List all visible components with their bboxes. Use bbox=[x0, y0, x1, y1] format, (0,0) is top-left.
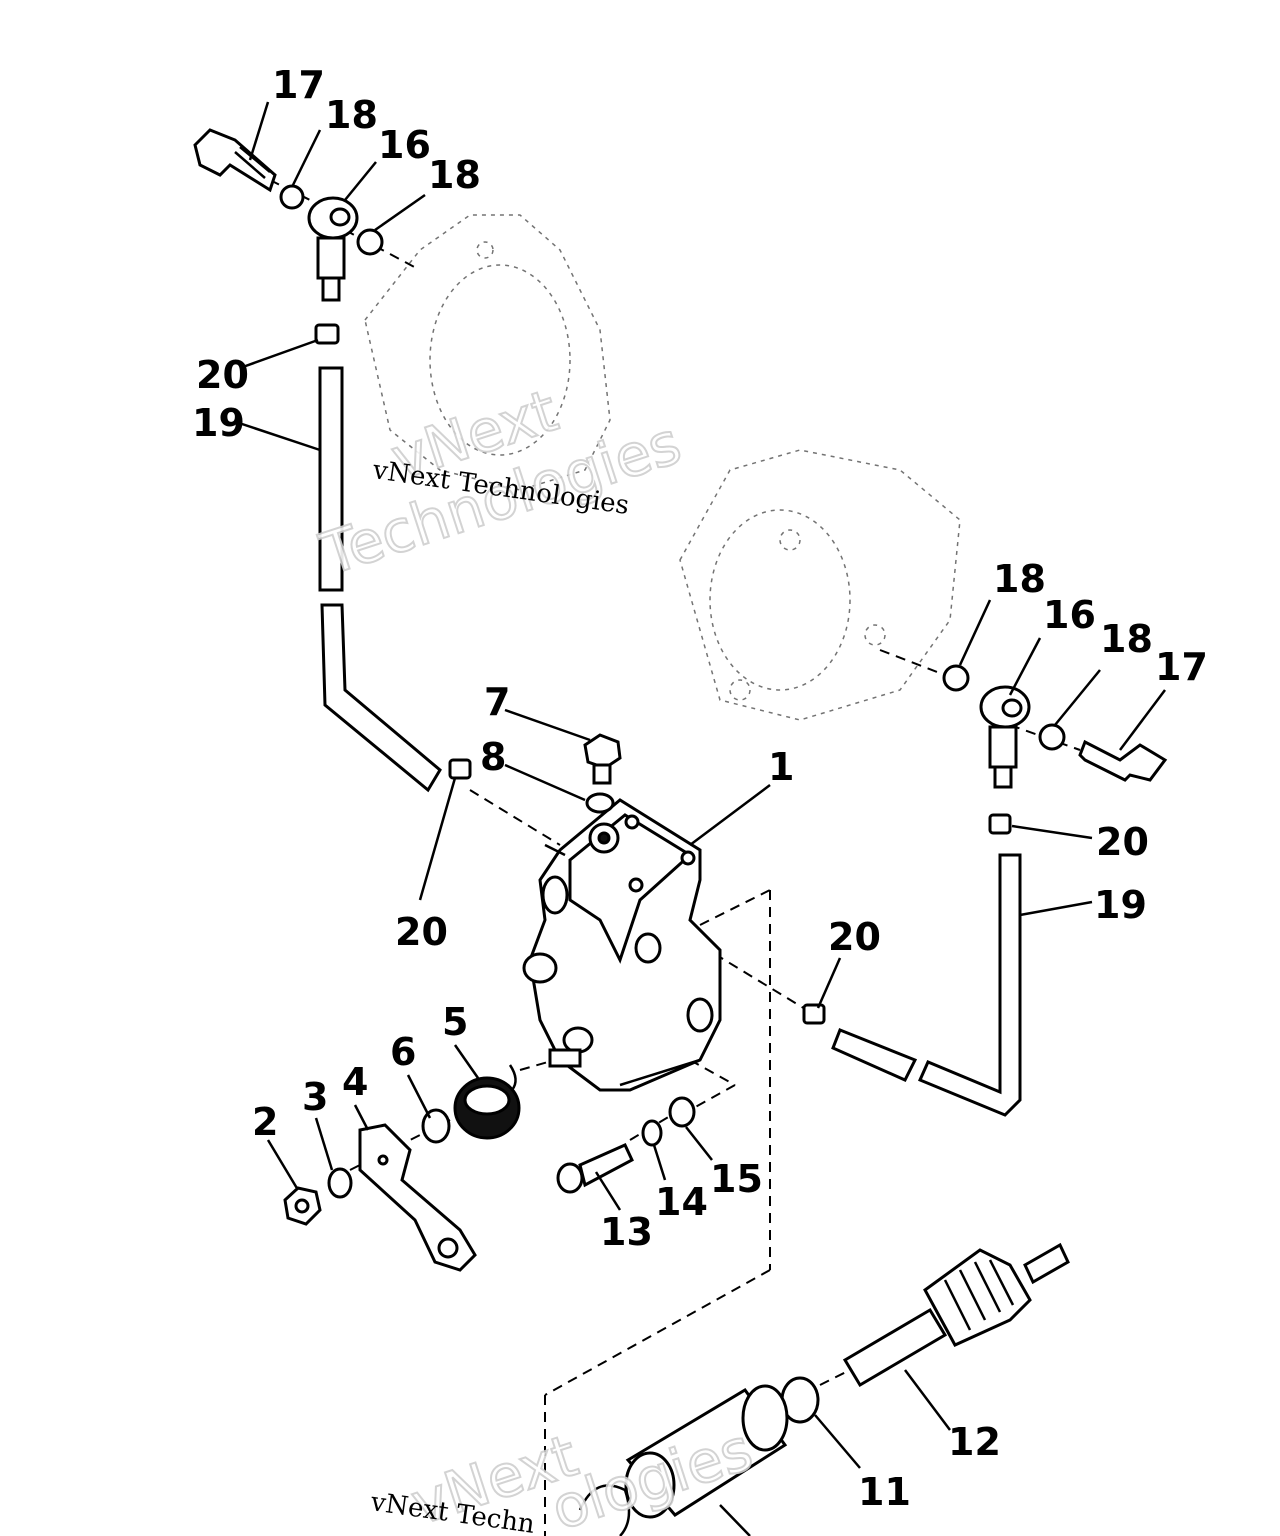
engine-case-ghost-outline bbox=[364, 214, 961, 721]
callout-19-right: 19 bbox=[1094, 883, 1147, 927]
o-ring bbox=[578, 1484, 631, 1536]
washer-15 bbox=[668, 1096, 696, 1128]
leader-lines bbox=[235, 101, 1166, 1536]
callout-12: 12 bbox=[948, 1420, 1001, 1464]
callout-17-left: 17 bbox=[272, 63, 325, 107]
left-banjo-fitting-16 bbox=[307, 196, 359, 302]
screw-13 bbox=[556, 1143, 634, 1194]
left-oil-hose-19 bbox=[318, 366, 442, 793]
callout-1: 1 bbox=[768, 745, 794, 789]
right-washer-18-a bbox=[942, 664, 970, 692]
oil-pump-body-1 bbox=[522, 798, 722, 1092]
right-oil-hose-19 bbox=[831, 853, 1022, 1117]
callout-3: 3 bbox=[302, 1075, 328, 1119]
callout-5: 5 bbox=[442, 1000, 468, 1044]
callout-20-left-top: 20 bbox=[196, 353, 249, 397]
washer-6 bbox=[421, 1108, 451, 1144]
left-hose-clip-20-top bbox=[314, 323, 340, 345]
left-washer-18-b bbox=[356, 228, 384, 256]
callout-18-left-b: 18 bbox=[428, 153, 481, 197]
callout-11: 11 bbox=[858, 1470, 911, 1514]
bolt-7 bbox=[583, 733, 622, 785]
callout-18-right-a: 18 bbox=[993, 557, 1046, 601]
callout-16-right: 16 bbox=[1043, 593, 1096, 637]
left-hose-clip-20-mid bbox=[448, 758, 472, 780]
right-banjo-fitting-16 bbox=[979, 685, 1031, 789]
right-banjo-bolt-17 bbox=[1078, 739, 1168, 782]
callout-6: 6 bbox=[390, 1030, 416, 1074]
drive-gear-shaft-12 bbox=[842, 1242, 1070, 1388]
callout-15: 15 bbox=[710, 1157, 763, 1201]
callout-18-right-b: 18 bbox=[1100, 617, 1153, 661]
callout-8: 8 bbox=[480, 735, 506, 779]
washer-8 bbox=[585, 792, 615, 814]
nut-2 bbox=[283, 1186, 322, 1226]
callout-20-right-mid: 20 bbox=[828, 915, 881, 959]
callout-13: 13 bbox=[600, 1210, 653, 1254]
callout-2: 2 bbox=[252, 1100, 278, 1144]
right-hose-clip-20-top bbox=[988, 813, 1012, 835]
callout-20-right-top: 20 bbox=[1096, 820, 1149, 864]
spring-5 bbox=[453, 1064, 521, 1140]
left-washer-18-a bbox=[279, 184, 305, 210]
washer-14 bbox=[641, 1119, 663, 1147]
right-washer-18-b bbox=[1038, 723, 1066, 751]
callout-20-left-mid: 20 bbox=[395, 910, 448, 954]
left-banjo-bolt-17 bbox=[193, 128, 277, 193]
callout-16-left: 16 bbox=[378, 123, 431, 167]
callout-4: 4 bbox=[342, 1060, 368, 1104]
callout-18-left-a: 18 bbox=[325, 93, 378, 137]
washer-3 bbox=[327, 1167, 353, 1199]
callout-14: 14 bbox=[655, 1180, 708, 1224]
callout-17-right: 17 bbox=[1155, 645, 1208, 689]
callout-7: 7 bbox=[484, 680, 510, 724]
callout-labels: 17 18 16 18 20 19 20 7 8 1 18 16 18 17 2… bbox=[192, 63, 1208, 1514]
right-hose-clip-20-mid bbox=[802, 1003, 826, 1025]
lever-4 bbox=[358, 1123, 477, 1272]
callout-19-left: 19 bbox=[192, 401, 245, 445]
sleeve bbox=[624, 1384, 789, 1519]
